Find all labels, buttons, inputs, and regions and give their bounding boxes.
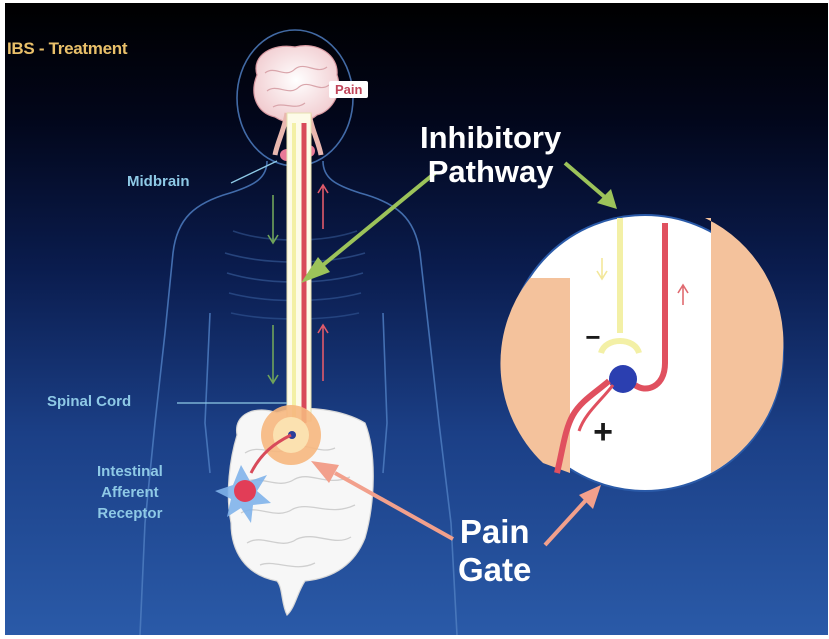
slide-title: IBS - Treatment: [7, 39, 127, 59]
pain-label: Pain: [329, 81, 368, 98]
label-pointers: [177, 161, 287, 403]
inhibitory-pathway-label: Inhibitory Pathway: [420, 121, 561, 189]
excitatory-plus-symbol: +: [593, 413, 613, 451]
slide: − + IBS - Treatment Pain Midbrain Spinal…: [5, 3, 828, 635]
inhibitory-label-line-2: Pathway: [420, 155, 561, 189]
receptor-label-line-2: Afferent: [97, 482, 163, 503]
diagram-canvas: − +: [5, 3, 828, 635]
inhibitory-label-line-1: Inhibitory: [420, 121, 561, 155]
pain-gate-label-line-1: Pain: [458, 513, 531, 551]
magnified-gate-inset: − +: [500, 215, 783, 491]
spinal-cord-label: Spinal Cord: [47, 393, 131, 410]
intestinal-afferent-receptor-label: Intestinal Afferent Receptor: [97, 461, 163, 524]
receptor-label-line-3: Receptor: [97, 503, 163, 524]
inhibitory-minus-symbol: −: [585, 322, 600, 352]
pain-gate-label-line-2: Gate: [458, 551, 531, 589]
pain-gate-label: Pain Gate: [458, 513, 531, 589]
midbrain-label: Midbrain: [127, 173, 190, 190]
spinal-cord: [287, 113, 311, 423]
receptor-label-line-1: Intestinal: [97, 461, 163, 482]
